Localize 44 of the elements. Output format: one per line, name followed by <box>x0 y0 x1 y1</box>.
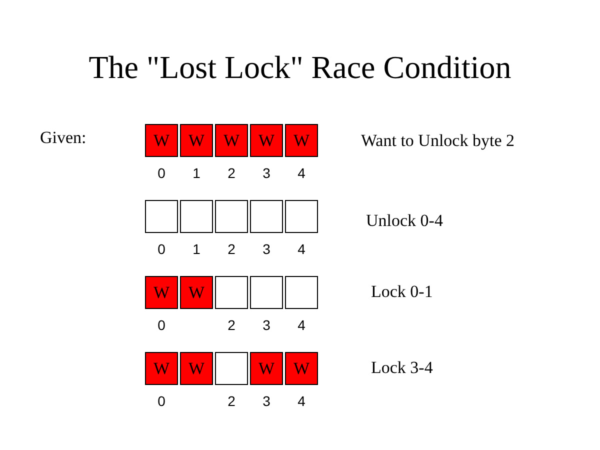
byte-cell <box>285 276 318 309</box>
byte-index: 0 <box>156 165 166 181</box>
byte-cell <box>180 200 213 233</box>
byte-index: 1 <box>192 241 202 257</box>
locked-byte-cell: W <box>285 124 318 157</box>
locked-byte-cell: W <box>285 352 318 385</box>
byte-index: 3 <box>262 317 272 333</box>
locked-byte-cell: W <box>145 352 178 385</box>
byte-index: 2 <box>226 393 236 409</box>
locked-byte-cell: W <box>180 276 213 309</box>
locked-byte-cell: W <box>145 124 178 157</box>
title: The "Lost Lock" Race Condition <box>88 48 512 86</box>
byte-cell <box>250 200 283 233</box>
byte-index: 0 <box>156 317 166 333</box>
byte-index: 1 <box>192 165 202 181</box>
step-label: Given: <box>40 128 86 148</box>
byte-index: 2 <box>226 241 236 257</box>
step-label: Unlock 0-4 <box>366 211 443 231</box>
byte-index: 4 <box>296 393 306 409</box>
locked-byte-cell: W <box>145 276 178 309</box>
byte-index: 3 <box>262 393 272 409</box>
locked-byte-cell: W <box>250 352 283 385</box>
byte-cell <box>250 276 283 309</box>
byte-cell <box>215 352 248 385</box>
byte-index: 2 <box>226 317 236 333</box>
byte-index: 3 <box>262 165 272 181</box>
byte-index: 0 <box>156 393 166 409</box>
byte-index: 4 <box>296 165 306 181</box>
byte-cell <box>145 200 178 233</box>
locked-byte-cell: W <box>250 124 283 157</box>
locked-byte-cell: W <box>180 124 213 157</box>
byte-index: 0 <box>156 241 166 257</box>
locked-byte-cell: W <box>180 352 213 385</box>
byte-index: 3 <box>262 241 272 257</box>
byte-index: 2 <box>226 165 236 181</box>
step-label: Want to Unlock byte 2 <box>361 131 514 151</box>
byte-cell <box>285 200 318 233</box>
byte-cell <box>215 276 248 309</box>
step-label: Lock 3-4 <box>371 358 433 378</box>
step-label: Lock 0-1 <box>371 282 433 302</box>
byte-index: 4 <box>296 241 306 257</box>
locked-byte-cell: W <box>215 124 248 157</box>
byte-index: 4 <box>296 317 306 333</box>
byte-cell <box>215 200 248 233</box>
